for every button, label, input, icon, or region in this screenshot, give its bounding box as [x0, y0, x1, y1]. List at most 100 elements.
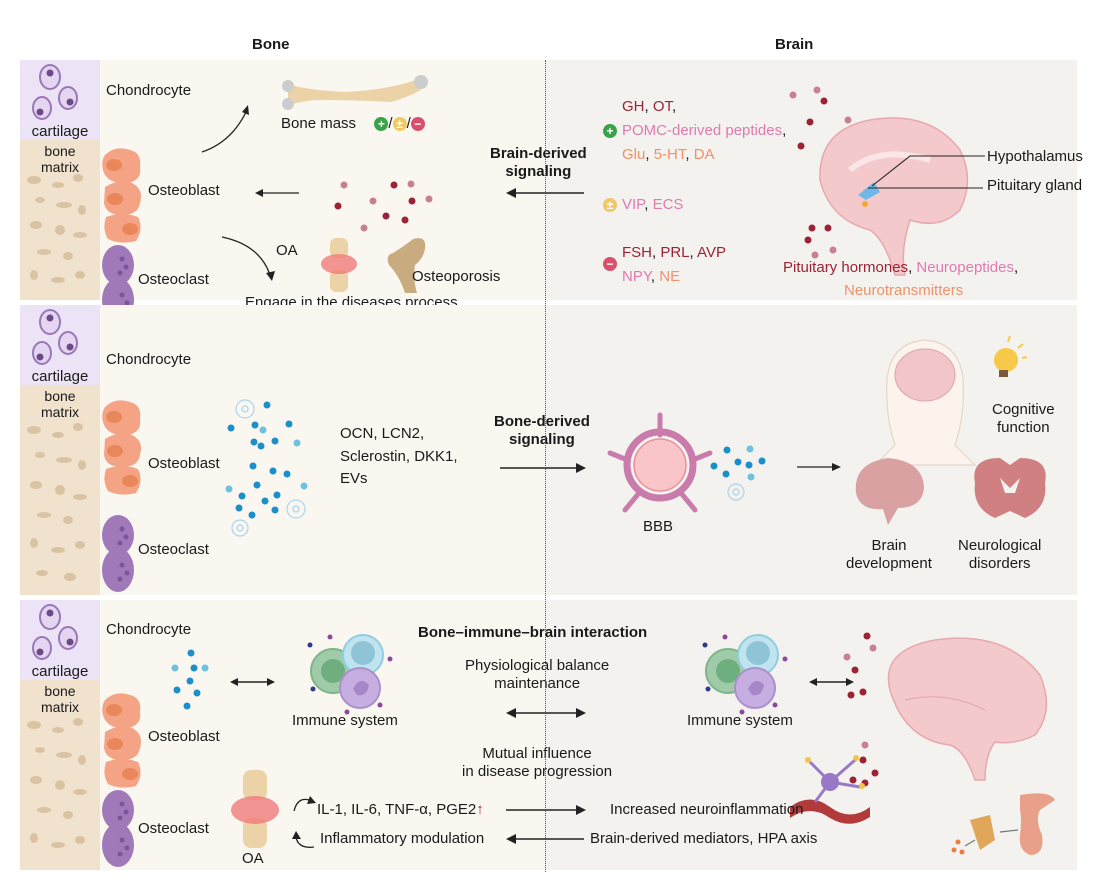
factor-transmitter: 5-HT: [653, 146, 686, 163]
factor-peptide: ECS: [652, 196, 684, 213]
factor-transmitter: DA: [693, 146, 715, 163]
physiological-balance-label: Physiological balance maintenance: [465, 657, 609, 693]
chondrocyte-label: Chondrocyte: [106, 351, 192, 368]
osteoclast-label: Osteoclast: [138, 541, 209, 558]
bone-immune-brain-title: Bone–immune–brain interaction: [418, 624, 648, 641]
bone-matrix-label-line1: bone: [44, 388, 76, 404]
brain-development-label: Brain development: [846, 537, 932, 573]
negative-factors-row1: FSH, PRL, AVP: [622, 244, 726, 262]
pituitary-leader-line: [868, 187, 983, 189]
immune-cells-right-icon: [702, 634, 788, 715]
legend-neurotransmitters: Neurotransmitters: [844, 282, 964, 299]
bone-tissue-strip: cartilage bone matrix: [20, 600, 100, 870]
balance-line1: Physiological balance: [465, 657, 610, 674]
positive-effect-icon: +: [603, 124, 617, 138]
head-with-brain-icon: [873, 339, 977, 466]
cognitive-function-label: Cognitive function: [992, 401, 1055, 437]
brain-sagittal-icon: [789, 86, 969, 276]
panel-brain-to-bone: cartilage bone matrix Chondrocyte Osteob…: [20, 60, 1083, 322]
legend-separator: ,: [908, 259, 917, 276]
immune-cells-left-icon: [307, 634, 393, 715]
femur-bone-icon: [282, 75, 428, 110]
bone-mass-text: Bone mass: [281, 115, 357, 132]
factor-plain: ,: [644, 98, 653, 115]
neuroinflammation-neuron-icon: [790, 755, 870, 824]
factor-peptide: NPY: [622, 268, 651, 285]
crossing-factor-particles-icon: [710, 445, 766, 501]
factor-plain: ,: [685, 146, 694, 163]
factor-transmitter: Glu: [622, 146, 646, 163]
bone-factor-particles-icon: [171, 649, 209, 710]
bone-matrix-label-line1: bone: [44, 683, 76, 699]
signaling-line2: signaling: [505, 163, 572, 180]
osteoporosis-label: Osteoporosis: [412, 268, 501, 285]
factor-hormone: PRL: [660, 244, 690, 261]
brain-to-bone-arrow: [506, 188, 584, 198]
factor-plain: ,: [644, 196, 653, 213]
factor-plain: ,: [652, 244, 661, 261]
cognitive-line1: Cognitive: [992, 401, 1055, 418]
dev-line2: development: [846, 555, 932, 572]
immune-system-left-label: Immune system: [292, 712, 398, 729]
cytokines-text: IL-1, IL-6, TNF-α, PGE2: [317, 801, 477, 818]
legend-pituitary-hormones: Pituitary hormones: [783, 259, 909, 276]
separator: /: [388, 115, 393, 132]
brain-coronal-section-icon: [974, 458, 1046, 518]
mutual-line1: Mutual influence: [482, 745, 592, 762]
oa-label: OA: [242, 850, 264, 867]
osteoblast-cells-icon: [102, 148, 141, 243]
increased-neuroinflammation-label: Increased neuroinflammation: [610, 801, 804, 818]
bone-derived-signaling-label: Bone-derived signaling: [494, 413, 590, 449]
brain-derived-signaling-label: Brain-derived signaling: [490, 145, 587, 181]
cartilage-label: cartilage: [31, 663, 89, 680]
bone-tissue-strip: cartilage bone matrix: [20, 305, 100, 595]
developing-brain-icon: [855, 458, 924, 525]
positive-factors-row1: GH, OT,: [622, 98, 676, 116]
cytokine-to-brain-arrow: [506, 805, 586, 815]
factor-hormone: GH: [622, 98, 645, 115]
factor-plain: ,: [782, 122, 787, 139]
bone-matrix-label-line2: matrix: [40, 159, 80, 175]
brain-side-background: [545, 60, 1077, 300]
feedback-arrow-down-icon: [292, 831, 315, 848]
panel-bone-immune-brain: cartilage bone matrix Chondrocyte Osteob…: [20, 600, 1077, 870]
brain-signal-legend: Pituitary hormones, Neuropeptides,: [783, 259, 1018, 277]
bbb-label: BBB: [643, 518, 674, 535]
neurological-disorders-label: Neurological disorders: [958, 537, 1041, 573]
light-bulb-icon: [994, 335, 1028, 377]
bone-to-brain-arrow: [500, 463, 586, 473]
arrow-to-disease: [221, 236, 275, 281]
osteoblast-cells-icon: [102, 693, 141, 788]
immune-immune-double-arrow: [506, 708, 586, 718]
negative-effect-icon: −: [603, 257, 617, 271]
osteoblast-cells-icon: [102, 400, 141, 495]
bone-factor-particles-icon: [225, 399, 308, 537]
brain-header: Brain: [775, 36, 814, 53]
bone-header: Bone: [252, 36, 290, 53]
chondrocyte-label: Chondrocyte: [106, 82, 192, 99]
separator: /: [406, 115, 411, 132]
osteoporosis-bone-icon: [387, 238, 426, 293]
osteoclast-cells-icon: [102, 790, 134, 867]
arrow-to-bone-mass: [201, 105, 249, 153]
legend-separator: ,: [1013, 259, 1019, 276]
bone-immune-double-arrow: [230, 678, 275, 686]
factors-line1: OCN, LCN2,: [340, 425, 425, 442]
hypothalamus-leader-line: [871, 155, 985, 187]
plus-icon: +: [374, 117, 389, 132]
oa-label: OA: [276, 242, 298, 259]
factors-line2: Sclerostin, DKK1,: [340, 447, 458, 465]
panel-bone-to-brain: cartilage bone matrix Chondrocyte Osteob…: [20, 305, 1077, 595]
chondrocyte-label: Chondrocyte: [106, 621, 192, 638]
brain-derived-mediators-label: Brain-derived mediators, HPA axis: [590, 830, 818, 847]
inflammatory-modulation-label: Inflammatory modulation: [320, 830, 485, 847]
blood-brain-barrier-icon: [607, 412, 713, 513]
neuro-line1: Neurological: [958, 537, 1042, 554]
factor-plain: ,: [650, 268, 660, 285]
cartilage-cells-icon: [27, 604, 87, 848]
legend-neuropeptides: Neuropeptides: [916, 259, 1014, 276]
mutual-influence-label: Mutual influence in disease progression: [462, 745, 612, 781]
bone-matrix-label-line2: matrix: [40, 699, 80, 715]
negative-factors-row2: NPY, NE: [622, 268, 680, 286]
cognitive-line2: function: [997, 419, 1050, 436]
